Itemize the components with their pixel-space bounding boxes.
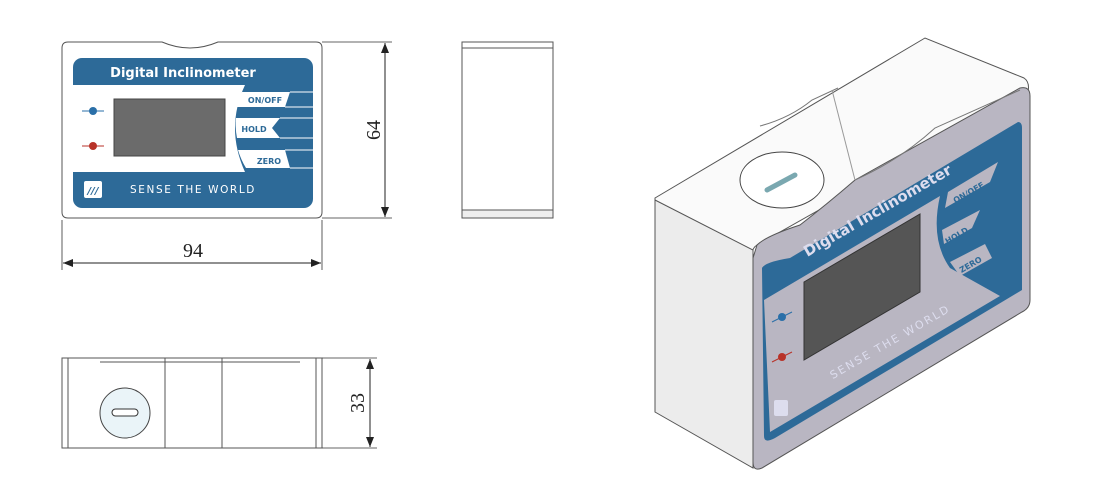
svg-text:94: 94 (183, 240, 203, 262)
slogan: SENSE THE WORLD (130, 184, 256, 196)
logo-icon (84, 181, 102, 198)
display-screen (113, 98, 226, 157)
red-led-icon (778, 353, 786, 361)
blue-led-icon (778, 313, 786, 321)
iso-display-screen (803, 213, 921, 361)
button-label-zero: ZERO (257, 157, 281, 166)
red-led-icon (89, 142, 97, 150)
blue-led-icon (89, 107, 97, 115)
dimension-height: 64 (322, 41, 392, 219)
bottom-view (61, 357, 323, 449)
logo-icon (774, 400, 788, 416)
side-view (461, 41, 554, 219)
button-label-onoff: ON/OFF (248, 96, 282, 105)
svg-text:///: /// (87, 186, 100, 197)
dimension-width: 94 (61, 220, 323, 270)
svg-text:64: 64 (363, 120, 385, 140)
button-label-hold: HOLD (241, 125, 267, 134)
product-title: Digital Inclinometer (110, 66, 256, 81)
svg-text:33: 33 (347, 393, 369, 413)
isometric-view: Digital Inclinometer SENSE THE WORLD ON/… (654, 37, 1031, 470)
dimension-depth: 33 (322, 357, 377, 449)
front-view: Digital Inclinometer ON/OFF HOLD ZERO //… (61, 41, 323, 219)
